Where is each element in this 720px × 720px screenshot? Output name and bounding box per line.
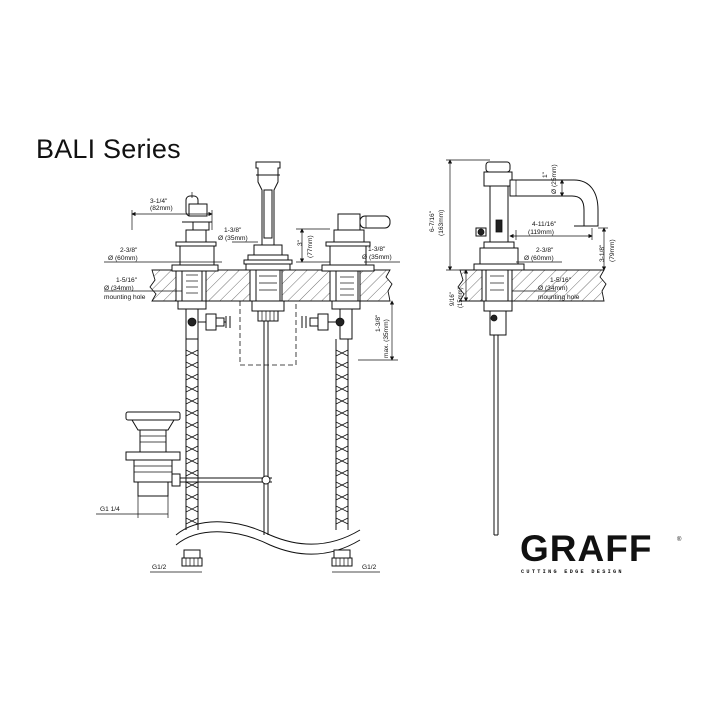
dim-mounting-hole-mm: Ø (34mm) bbox=[104, 285, 134, 292]
dim-max-deck-mm: max. (35mm) bbox=[383, 319, 390, 358]
dim-valve-body-inch: 1-3/8" bbox=[368, 246, 386, 253]
dim-valve-height-inch: 3" bbox=[297, 239, 304, 246]
front-view: 3-1/4" (82mm) 2-3/8" Ø (60mm) 1-5/16" Ø … bbox=[96, 161, 400, 573]
dim-side-mounting-inch: 1-5/16" bbox=[550, 277, 572, 284]
dim-mounting-hole-label: mounting hole bbox=[104, 294, 146, 301]
dim-spout-diameter-inch: 1" bbox=[542, 171, 549, 178]
popup-drain bbox=[125, 411, 272, 497]
dim-spout-reach-mm: (119mm) bbox=[528, 229, 554, 236]
dim-drain-thread: G1 1/4 bbox=[100, 506, 120, 513]
dim-spout-body-mm: Ø (35mm) bbox=[218, 235, 248, 242]
dim-valve-body-mm: Ø (35mm) bbox=[362, 254, 392, 261]
supply-hoses bbox=[175, 339, 361, 567]
right-handle-valve bbox=[301, 213, 391, 340]
dim-spout-body-inch: 1-3/8" bbox=[224, 227, 242, 234]
dim-max-deck-inch: 1-3/8" bbox=[375, 314, 382, 332]
side-view: 6-7/16" (163mm) 1" Ø (25mm) 4-11/16" (11… bbox=[429, 159, 616, 536]
dim-spout-height-inch: 3-1/8" bbox=[599, 244, 606, 262]
dim-total-height-mm: (163mm) bbox=[438, 210, 445, 236]
dim-handle-width-inch: 3-1/4" bbox=[150, 198, 168, 205]
dim-side-base-inch: 2-3/8" bbox=[536, 247, 554, 254]
dim-spout-height-mm: (79mm) bbox=[609, 239, 616, 262]
dim-handle-base-mm: Ø (60mm) bbox=[108, 255, 138, 262]
centre-spout bbox=[239, 161, 297, 535]
dim-mounting-hole-inch: 1-5/16" bbox=[116, 277, 138, 284]
dim-supply-right: G1/2 bbox=[362, 564, 377, 571]
dim-deck-thickness-inch: 9/16" bbox=[450, 292, 456, 306]
dim-spout-reach-inch: 4-11/16" bbox=[532, 221, 557, 228]
series-title: BALI Series bbox=[36, 134, 181, 164]
dim-spout-diameter-mm: Ø (25mm) bbox=[551, 164, 558, 194]
dim-side-base-mm: Ø (60mm) bbox=[524, 255, 554, 262]
dim-handle-width-mm: (82mm) bbox=[150, 205, 173, 212]
brand-tagline: CUTTING EDGE DESIGN bbox=[521, 569, 624, 575]
graff-logo: GRAFF ® CUTTING EDGE DESIGN bbox=[520, 528, 682, 575]
dim-valve-height-mm: (77mm) bbox=[307, 235, 314, 258]
registered-mark: ® bbox=[677, 536, 682, 543]
brand-logo-text: GRAFF bbox=[520, 528, 652, 569]
front-dimensions bbox=[96, 210, 400, 573]
dim-handle-base-inch: 2-3/8" bbox=[120, 247, 138, 254]
dim-deck-thickness-mm: (15mm) bbox=[458, 287, 464, 308]
dim-supply-left: G1/2 bbox=[152, 564, 167, 571]
dim-side-mounting-label: mounting hole bbox=[538, 294, 580, 301]
dim-total-height-inch: 6-7/16" bbox=[429, 210, 436, 232]
dim-side-mounting-mm: Ø (34mm) bbox=[538, 285, 568, 292]
